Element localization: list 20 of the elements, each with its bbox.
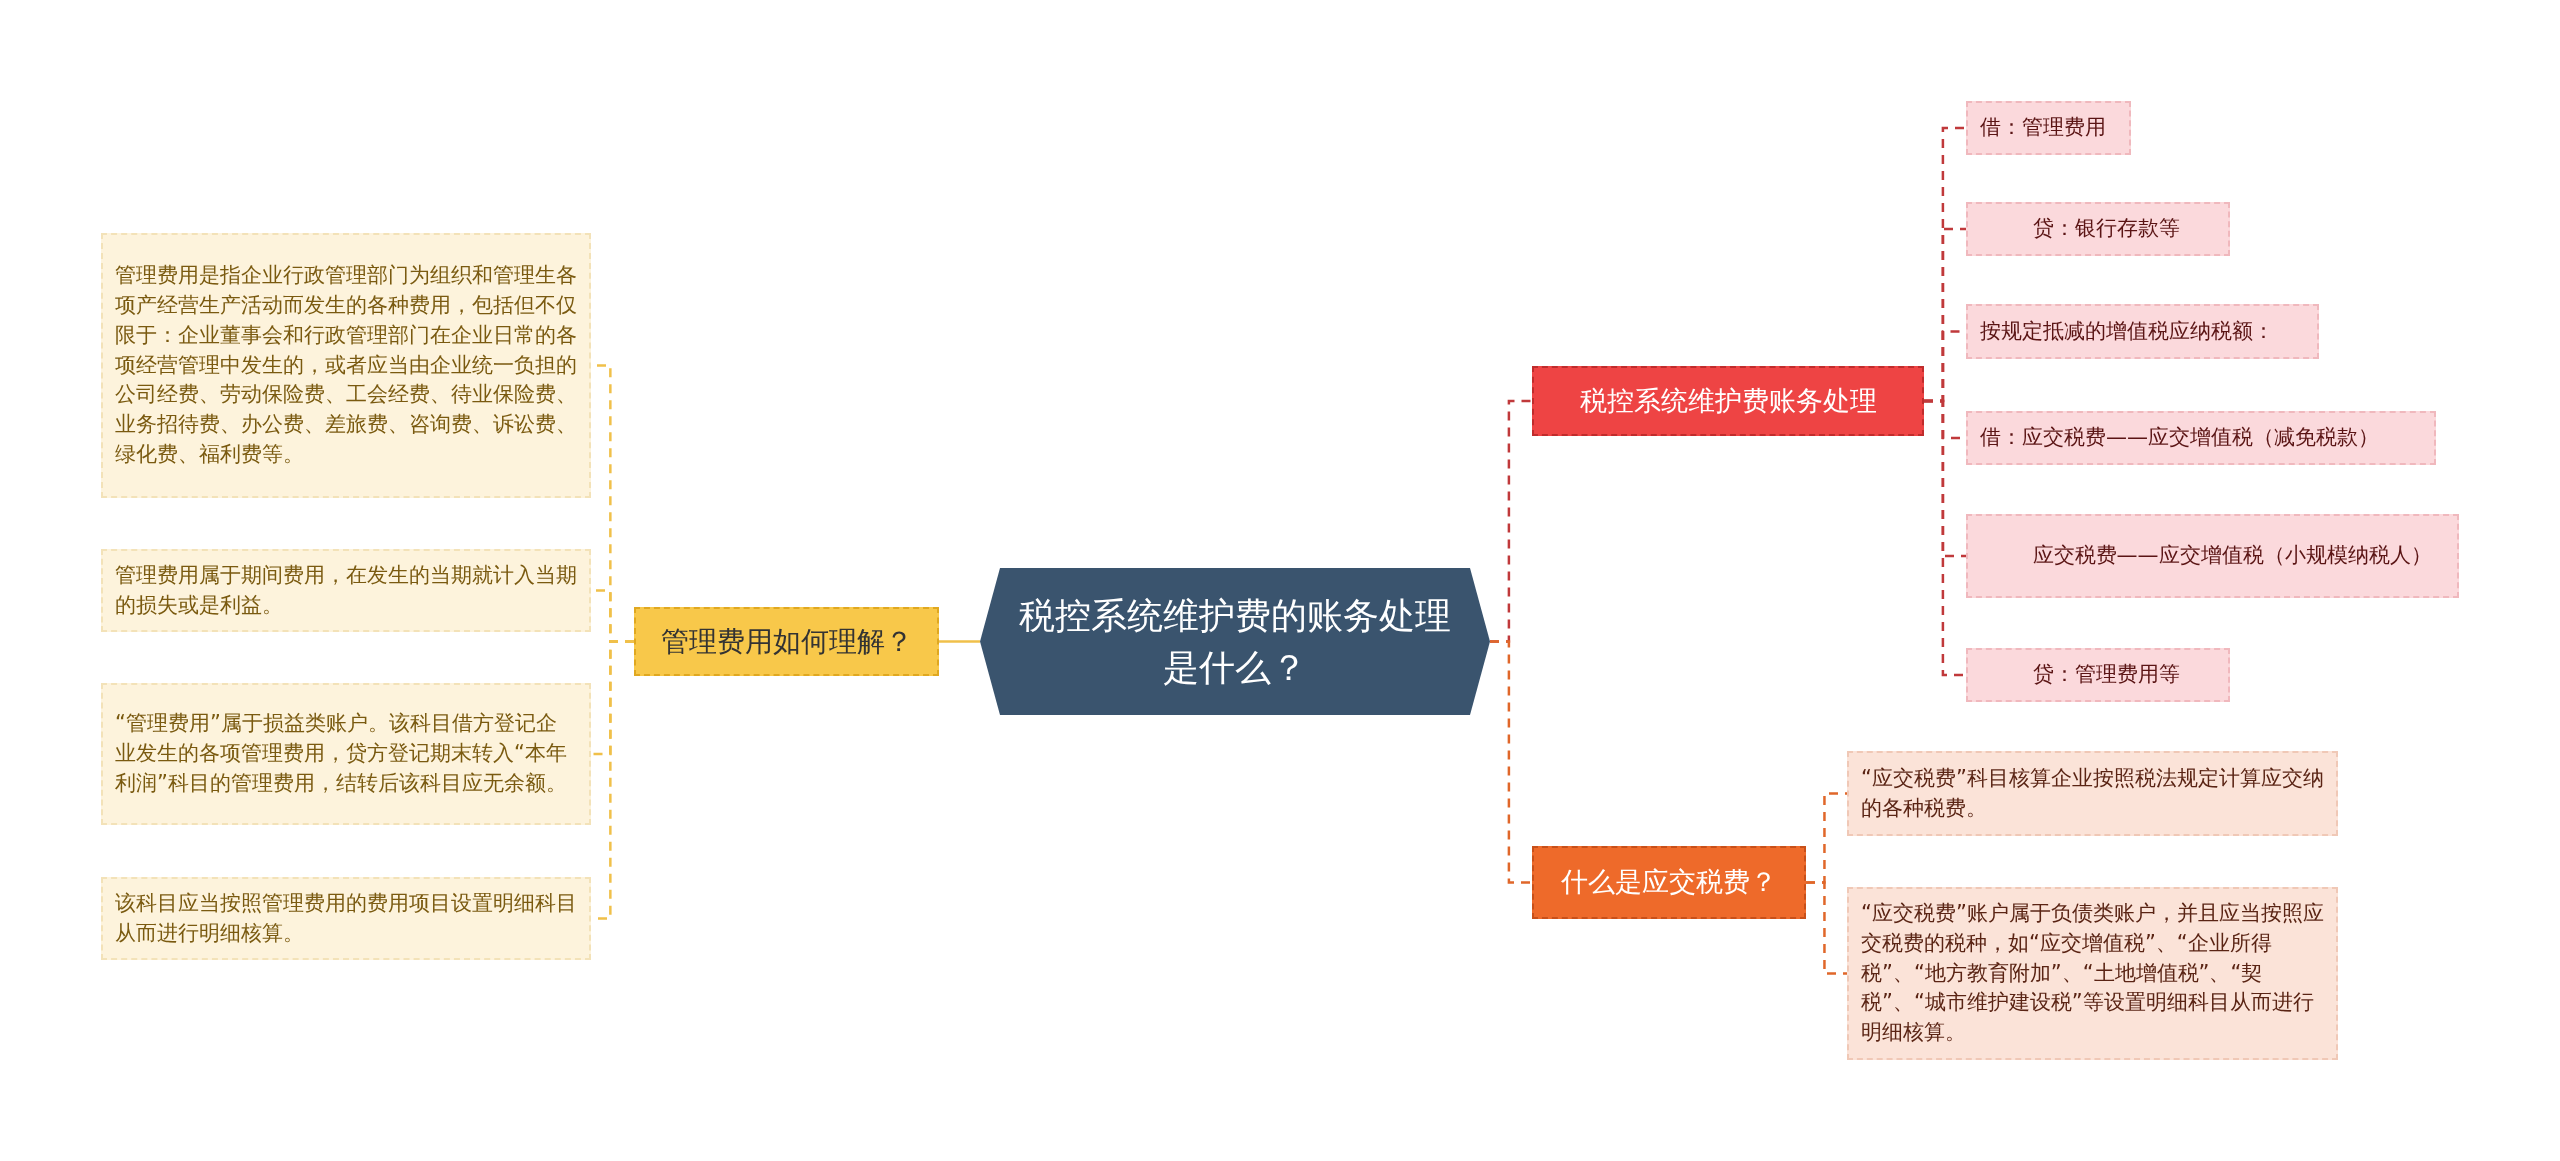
note-card: “应交税费”科目核算企业按照税法规定计算应交纳的各种税费。 [1847, 751, 2338, 836]
topic-box: 什么是应交税费？ [1532, 846, 1806, 919]
topic-box: 管理费用如何理解？ [634, 607, 939, 676]
note-card: 贷：银行存款等 [1966, 202, 2230, 256]
note-card: “应交税费”账户属于负债类账户，并且应当按照应交税费的税种，如“应交增值税”、“企业所得税”、“地方教育附加”、“土地增值税”、“契税”、“城市维护建设税”等设置明细科目从而进行明细核算。 [1847, 887, 2338, 1060]
connector-line [1806, 881, 1847, 975]
connector-line [1490, 640, 1532, 884]
note-card: 贷：管理费用等 [1966, 648, 2230, 702]
topic-box: 税控系统维护费账务处理 [1532, 366, 1924, 436]
note-card: 该科目应当按照管理费用的费用项目设置明细科目从而进行明细核算。 [101, 877, 591, 960]
note-card: 借：应交税费——应交增值税（减免税款） [1966, 411, 2436, 465]
note-card: 借：管理费用 [1966, 101, 2131, 155]
note-card: 应交税费——应交增值税（小规模纳税人） [1966, 514, 2459, 598]
note-card: 管理费用属于期间费用，在发生的当期就计入当期的损失或是利益。 [101, 549, 591, 632]
note-card: 按规定抵减的增值税应纳税额： [1966, 304, 2319, 359]
connector-line [1924, 399, 1966, 677]
central-topic: 税控系统维护费的账务处理是什么？ [980, 568, 1490, 715]
connector-line [939, 640, 980, 643]
note-card: 管理费用是指企业行政管理部门为组织和管理生各项产经营生产活动而发生的各种费用，包括但不仅限于：企业董事会和行政管理部门在企业日常的各项经营管理中发生的，或者应当由企业统一负担的公司经费、劳动保险费、工会经费、待业保险费、业务招待费、办公费、差旅费、咨询费、诉讼费、绿化费、福利费等。 [101, 233, 591, 498]
note-card: “管理费用”属于损益类账户。该科目借方登记企业发生的各项管理费用，贷方登记期末转入“本年利润”科目的管理费用，结转后该科目应无余额。 [101, 683, 591, 825]
